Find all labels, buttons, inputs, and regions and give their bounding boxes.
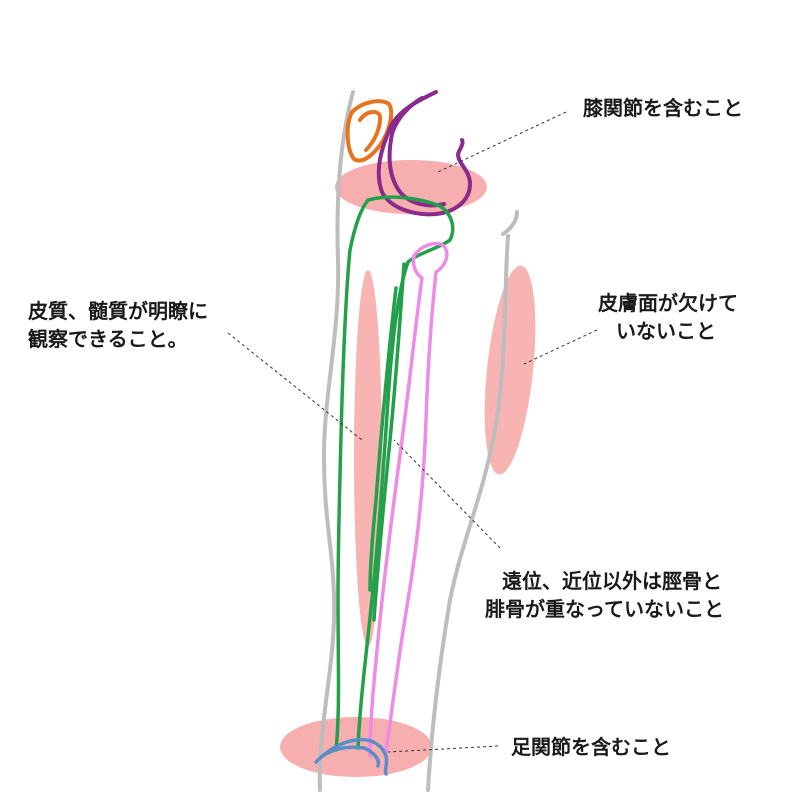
fibula-outline: [368, 241, 449, 758]
label-ankle-text: 足関節を含むこと: [511, 735, 671, 759]
fibula: [368, 241, 449, 758]
label-cortex-medulla: 皮質、髄質が明瞭に 観察できること。: [28, 297, 208, 353]
femur-condyle: [387, 96, 446, 208]
leader-lines: [227, 111, 598, 753]
label-overlap-line1: 遠位、近位以外は脛骨と: [502, 569, 722, 593]
patella-outline: [345, 99, 394, 163]
skin-outline-right: [426, 210, 519, 792]
cortex-leader: [227, 332, 363, 441]
label-skin-line2: いないこと: [616, 319, 716, 343]
label-ankle-joint: 足関節を含むこと: [511, 733, 671, 761]
label-knee-joint: 膝関節を含むこと: [583, 94, 743, 122]
label-overlap-line2: 腓骨が重なっていないこと: [485, 597, 724, 621]
femur-outline: [376, 90, 472, 217]
tibia-outline: [334, 195, 455, 752]
femur: [376, 90, 472, 217]
ankle-leader: [387, 745, 499, 753]
label-cortex-line1: 皮質、髄質が明瞭に: [28, 299, 208, 323]
tibia-inner-cortex: [368, 262, 406, 622]
skin-highlight: [484, 265, 536, 475]
label-skin-line1: 皮膚面が欠けて: [598, 291, 738, 315]
label-bone-overlap: 遠位、近位以外は脛骨と 腓骨が重なっていないこと: [485, 567, 724, 623]
skin-outline: [317, 90, 519, 792]
patella: [345, 99, 394, 163]
tibia: [334, 195, 455, 752]
talus: [314, 737, 389, 776]
talus-outline: [314, 737, 389, 776]
skin-leader: [523, 329, 598, 365]
highlight-regions: [280, 160, 536, 777]
skin-outline-left: [317, 90, 355, 792]
patella-inner: [358, 109, 383, 152]
overlap-leader: [393, 439, 501, 549]
label-skin-surface: 皮膚面が欠けて いないこと: [598, 289, 738, 345]
label-knee-text: 膝関節を含むこと: [583, 96, 743, 120]
knee-leader: [437, 111, 567, 173]
label-cortex-line2: 観察できること。: [28, 327, 188, 351]
